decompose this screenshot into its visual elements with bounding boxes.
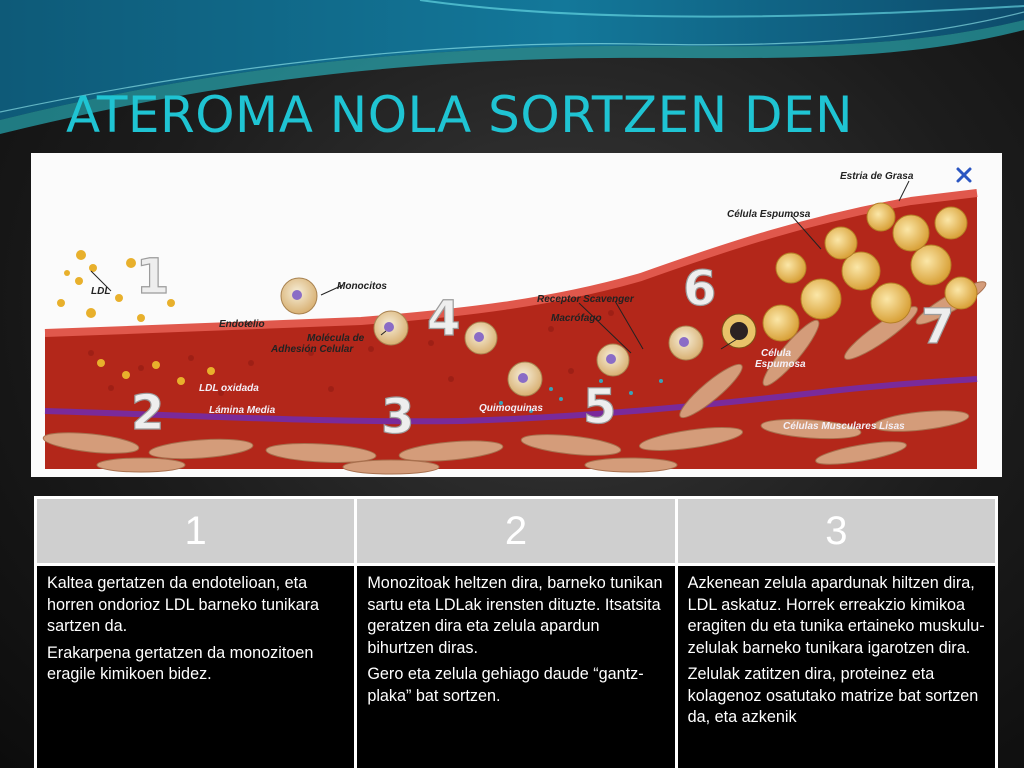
- label-estria-de-grasa: Estria de Grasa: [840, 171, 914, 182]
- step-number-2: 2: [131, 385, 164, 441]
- step-number-6: 6: [683, 261, 716, 317]
- table-cell-1: Kaltea gertatzen da endotelioan, eta hor…: [33, 564, 358, 768]
- label-quimioquinas: Quimoquinas: [479, 403, 543, 414]
- step-number-7: 7: [921, 299, 954, 355]
- label-monocitos: Monocitos: [337, 281, 387, 292]
- label-molecula-line1: Molécula de: [307, 333, 365, 344]
- label-ldl-oxidada: LDL oxidada: [199, 383, 259, 394]
- table-header-1: 1: [33, 496, 358, 566]
- cell-3-paragraph-2: Zelulak zatitzen dira, proteinez eta kol…: [687, 665, 979, 726]
- label-celula-espumosa-mid-2: Espumosa: [755, 359, 806, 370]
- table-row: Kaltea gertatzen da endotelioan, eta hor…: [33, 564, 999, 768]
- step-number-4: 4: [427, 291, 460, 347]
- table-header-row: 1 2 3: [33, 496, 999, 566]
- cell-1-paragraph-1: Kaltea gertatzen da endotelioan, eta hor…: [47, 574, 320, 635]
- table-header-2: 2: [354, 496, 678, 566]
- label-ldl: LDL: [91, 286, 110, 297]
- atheroma-diagram: Estria de Grasa Célula Espumosa LDL Mono…: [31, 153, 1002, 477]
- cell-3-paragraph-1: Azkenean zelula apardunak hiltzen dira, …: [687, 574, 985, 657]
- label-celulas-musculares: Células Musculares Lisas: [783, 421, 905, 432]
- header-waves-decoration: [0, 0, 1024, 134]
- atheroma-illustration: Estria de Grasa Célula Espumosa LDL Mono…: [31, 153, 1002, 477]
- cell-1-paragraph-2: Erakarpena gertatzen da monozitoen eragi…: [47, 643, 314, 684]
- step-number-3: 3: [381, 389, 414, 445]
- label-macrofago: Macrófago: [551, 313, 602, 324]
- label-endotelio: Endotelio: [219, 319, 265, 330]
- label-celula-espumosa-mid-1: Célula: [761, 348, 791, 359]
- cell-2-paragraph-2: Gero eta zelula gehiago daude “gantz-pla…: [367, 665, 644, 705]
- label-receptor-scavenger: Receptor Scavenger: [537, 294, 635, 305]
- label-lamina-media: Lámina Media: [209, 405, 276, 416]
- step-number-1: 1: [136, 249, 169, 305]
- label-celula-espumosa-top: Célula Espumosa: [727, 209, 811, 220]
- steps-table: 1 2 3 Kaltea gertatzen da endotelioan, e…: [33, 496, 999, 768]
- slide-title: ATEROMA NOLA SORTZEN DEN: [66, 86, 854, 144]
- step-number-5: 5: [583, 379, 616, 435]
- cell-2-paragraph-1: Monozitoak heltzen dira, barneko tunikan…: [367, 574, 663, 657]
- table-cell-3: Azkenean zelula apardunak hiltzen dira, …: [674, 564, 999, 768]
- table-cell-2: Monozitoak heltzen dira, barneko tunikan…: [354, 564, 678, 768]
- table-header-3: 3: [674, 496, 999, 566]
- close-x-icon: [956, 167, 972, 183]
- label-molecula-line2: Adhesión Celular: [270, 344, 354, 355]
